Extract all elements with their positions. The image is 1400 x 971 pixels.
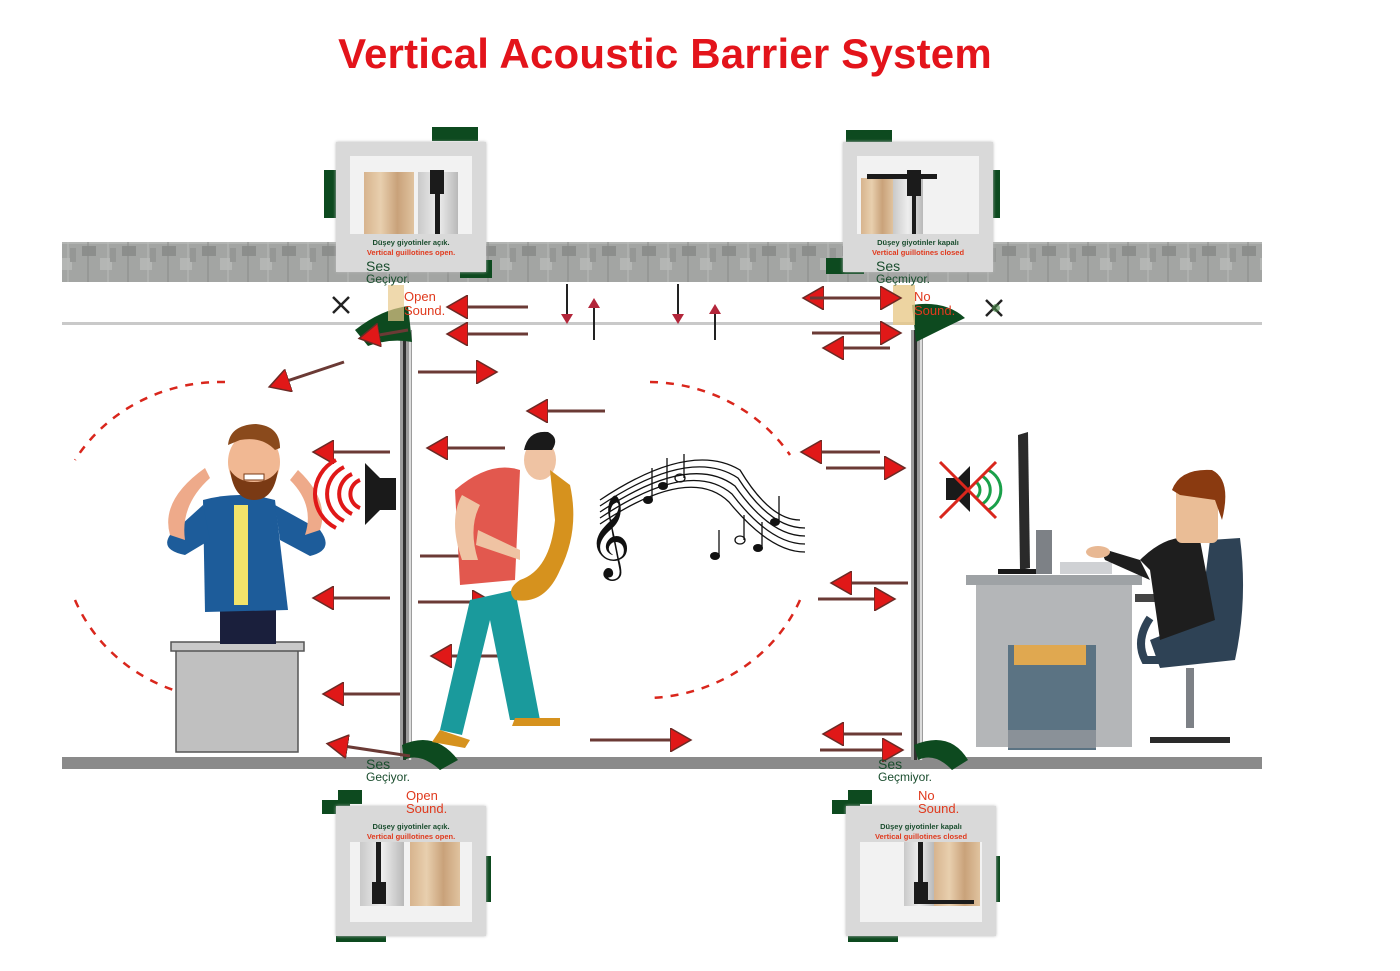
- floor-line: [62, 757, 1262, 769]
- label-ses-top-right: Ses: [876, 258, 901, 274]
- speaker-muted-icon: [938, 460, 1003, 520]
- middle-sound-wave-arc: [649, 599, 802, 700]
- panel-caption-en: Vertical guillotines open.: [366, 832, 456, 841]
- ceiling-slab: [62, 242, 1262, 282]
- label-sound-bottom-right: Sound.: [918, 801, 960, 816]
- vertical-arrows: [561, 284, 721, 340]
- green-block: [481, 856, 491, 902]
- label-geciyor-bottom-left: Geçiyor.: [366, 770, 411, 784]
- green-block: [432, 127, 478, 141]
- page-title: Vertical Acoustic Barrier System: [338, 30, 992, 77]
- guillotine-photo-closed: [857, 156, 979, 234]
- label-open-bottom-left: Open: [406, 788, 438, 803]
- music-notes-icon: 𝄞: [588, 454, 806, 581]
- left-sound-wave-arc: [73, 380, 226, 461]
- panel-caption-tr: Düşey giyotinler açık.: [372, 238, 450, 247]
- x-mark-icon: [332, 296, 350, 314]
- label-sound-bottom-left: Sound.: [406, 801, 448, 816]
- label-sound-top-right: Sound.: [914, 303, 956, 318]
- panel-caption-tr: Düşey giyotinler kapalı: [877, 238, 959, 247]
- detail-panel-bottom-right: Düşey giyotinler kapalı Vertical guillot…: [846, 806, 996, 936]
- right-ceiling-gap: [893, 285, 915, 325]
- label-no-bottom-right: No: [918, 788, 935, 803]
- left-ceiling-gap: [388, 285, 404, 321]
- guillotine-photo-open: [350, 842, 472, 922]
- green-block: [324, 170, 336, 218]
- suspended-ceiling-line: [62, 322, 1262, 325]
- middle-sound-wave-arc: [649, 380, 792, 456]
- panel-caption-en: Vertical guillotines closed: [871, 248, 965, 257]
- left-sound-wave-arc: [73, 599, 236, 702]
- saxophone-player: [432, 431, 574, 748]
- x-mark-icon: [985, 299, 1003, 317]
- panel-caption-en: Vertical guillotines open.: [366, 248, 456, 257]
- svg-text:𝄞: 𝄞: [588, 493, 631, 581]
- label-geciyor-top-left: Geçiyor.: [366, 272, 411, 286]
- label-no-top-right: No: [914, 289, 931, 304]
- label-ses-bottom-right: Ses: [878, 756, 903, 772]
- guillotine-photo-closed: [860, 842, 982, 922]
- guillotine-photo-open: [350, 156, 472, 234]
- label-gecmiyor-bottom-right: Geçmiyor.: [878, 770, 933, 784]
- detail-panel-top-right: Düşey giyotinler kapalı Vertical guillot…: [843, 142, 993, 272]
- label-ses-top-left: Ses: [366, 258, 391, 274]
- label-open-top-left: Open: [404, 289, 436, 304]
- detail-panel-bottom-left: Düşey giyotinler açık. Vertical guilloti…: [336, 806, 486, 936]
- sound-arrows: [272, 298, 908, 756]
- sound-arrow: [330, 744, 411, 756]
- panel-caption-tr: Düşey giyotinler açık.: [372, 822, 450, 831]
- label-sound-top-left: Sound.: [404, 303, 446, 318]
- office-worker-at-desk: [966, 432, 1244, 750]
- green-block: [846, 130, 892, 142]
- person-covering-ears: [167, 424, 326, 753]
- detail-panel-top-left: Düşey giyotinler açık. Vertical guilloti…: [336, 142, 486, 272]
- label-ses-bottom-left: Ses: [366, 756, 391, 772]
- sound-arrow: [272, 360, 345, 386]
- sound-arrow: [362, 330, 409, 338]
- speaker-loud-icon: [313, 458, 396, 530]
- panel-caption-tr: Düşey giyotinler kapalı: [880, 822, 962, 831]
- panel-caption-en: Vertical guillotines closed: [874, 832, 968, 841]
- label-gecmiyor-top-right: Geçmiyor.: [876, 272, 931, 286]
- left-barrier: [355, 306, 458, 770]
- right-barrier: [911, 303, 968, 770]
